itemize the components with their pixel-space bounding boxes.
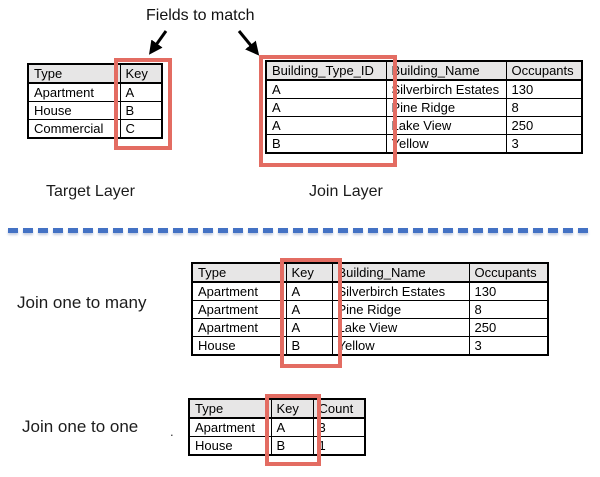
join-layer-label: Join Layer [309, 183, 383, 200]
table-cell: House [188, 436, 272, 456]
table-cell: B [285, 336, 333, 356]
table-cell: A [119, 82, 163, 102]
table-cell: A [270, 417, 314, 437]
table-cell: 3 [505, 134, 583, 154]
table-cell: A [265, 116, 387, 135]
table-cell: Apartment [188, 417, 272, 437]
column-header: Type [188, 398, 272, 419]
table-cell: Pine Ridge [385, 98, 507, 117]
left-arrow-icon [148, 30, 168, 55]
target-layer-label: Target Layer [46, 183, 135, 200]
column-header: Type [191, 262, 287, 283]
table-cell: B [265, 134, 387, 154]
table-cell: A [265, 79, 387, 99]
table-cell: 250 [505, 116, 583, 135]
table-cell: Apartment [191, 300, 287, 319]
table-cell: B [270, 436, 314, 456]
table-cell: House [191, 336, 287, 356]
column-header: Occupants [468, 262, 549, 283]
table-cell: 8 [505, 98, 583, 117]
table-cell: House [27, 101, 121, 120]
table-cell: 250 [468, 318, 549, 337]
table-cell: Silverbirch Estates [331, 281, 470, 301]
table-cell: A [265, 98, 387, 117]
table-cell: A [285, 318, 333, 337]
table-cell: B [119, 101, 163, 120]
table-cell: A [285, 300, 333, 319]
stray-period: . [170, 424, 174, 439]
table-cell: 8 [468, 300, 549, 319]
column-header: Count [312, 398, 366, 419]
column-header: Building_Name [331, 262, 470, 283]
column-header: Occupants [505, 60, 583, 81]
table-cell: Yellow [385, 134, 507, 154]
join-one-to-one-label: Join one to one [22, 417, 139, 436]
column-header: Building_Type_ID [265, 60, 387, 81]
table-cell: Lake View [331, 318, 470, 337]
table-cell: Apartment [191, 318, 287, 337]
table-cell: Yellow [331, 336, 470, 356]
table-cell: 3 [468, 336, 549, 356]
table-cell: Pine Ridge [331, 300, 470, 319]
dashed-divider-line [8, 228, 593, 233]
table-cell: 130 [468, 281, 549, 301]
table-cell: A [285, 281, 333, 301]
column-header: Building_Name [385, 60, 507, 81]
table-cell: 130 [505, 79, 583, 99]
table-cell: Apartment [27, 82, 121, 102]
table-cell: 3 [312, 417, 366, 437]
table-cell: Lake View [385, 116, 507, 135]
right-arrow-icon [237, 30, 260, 56]
table-cell: Apartment [191, 281, 287, 301]
table-cell: C [119, 119, 163, 139]
table-cell: Commercial [27, 119, 121, 139]
column-header: Key [285, 262, 333, 283]
join-one-to-many-label: Join one to many [17, 293, 147, 312]
table-cell: 1 [312, 436, 366, 456]
fields-to-match-title: Fields to match [146, 7, 255, 24]
column-header: Key [119, 63, 163, 84]
table-cell: Silverbirch Estates [385, 79, 507, 99]
column-header: Type [27, 63, 121, 84]
column-header: Key [270, 398, 314, 419]
